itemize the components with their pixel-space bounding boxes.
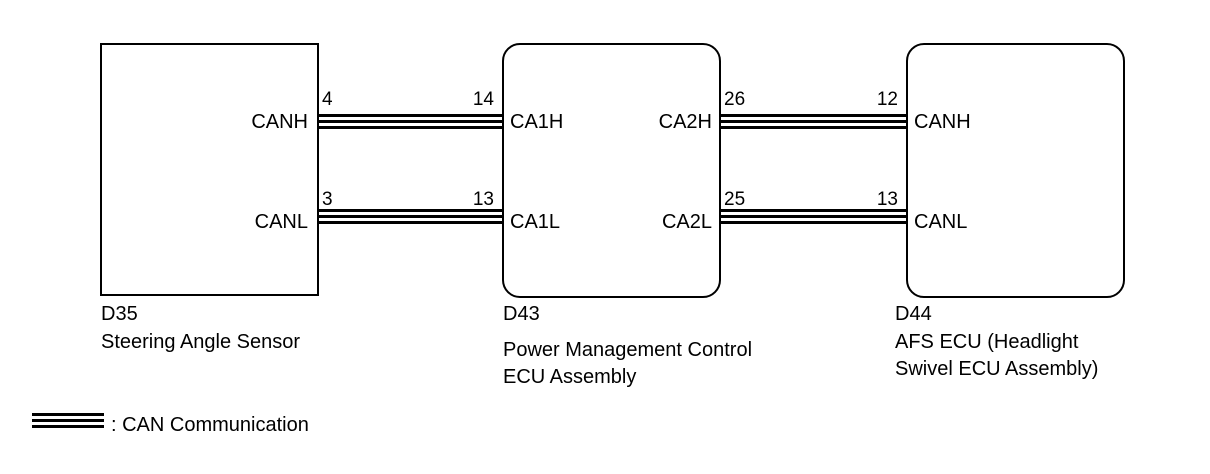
d43-ca1h-pin: 14 — [472, 89, 494, 110]
d35-canl-pin: 3 — [322, 189, 333, 210]
legend-text: : CAN Communication — [111, 414, 309, 436]
d43-ca2h-pin: 26 — [724, 89, 746, 110]
d35-canl-label: CANL — [254, 211, 308, 233]
d44-canh-label: CANH — [914, 111, 971, 133]
d43-ca2l-label: CA2L — [661, 211, 712, 233]
d35-id: D35 — [101, 303, 138, 325]
d44-canl-pin: 13 — [876, 189, 898, 210]
d44-afs-ecu-box — [906, 43, 1125, 298]
d43-name-line1: Power Management Control — [503, 339, 753, 361]
d43-ca1l-pin: 13 — [472, 189, 494, 210]
d44-name-line2: Swivel ECU Assembly) — [895, 358, 1099, 380]
d44-id: D44 — [895, 303, 932, 325]
d43-name-line2: ECU Assembly — [503, 366, 637, 388]
d44-canl-label: CANL — [914, 211, 968, 233]
d43-ca2l-pin: 25 — [724, 189, 746, 210]
d44-canh-pin: 12 — [876, 89, 898, 110]
d43-ca1l-label: CA1L — [510, 211, 561, 233]
d44-name-line1: AFS ECU (Headlight — [895, 331, 1079, 353]
d35-canh-pin: 4 — [322, 89, 333, 110]
d43-ca1h-label: CA1H — [510, 111, 564, 133]
d35-steering-angle-sensor-box — [100, 43, 319, 296]
d43-ca2h-label: CA2H — [658, 111, 712, 133]
d43-power-management-ecu-box — [502, 43, 721, 298]
d43-id: D43 — [503, 303, 540, 325]
d35-canh-label: CANH — [251, 111, 308, 133]
can-communication-legend-symbol — [32, 413, 104, 431]
d35-name: Steering Angle Sensor — [101, 331, 301, 353]
